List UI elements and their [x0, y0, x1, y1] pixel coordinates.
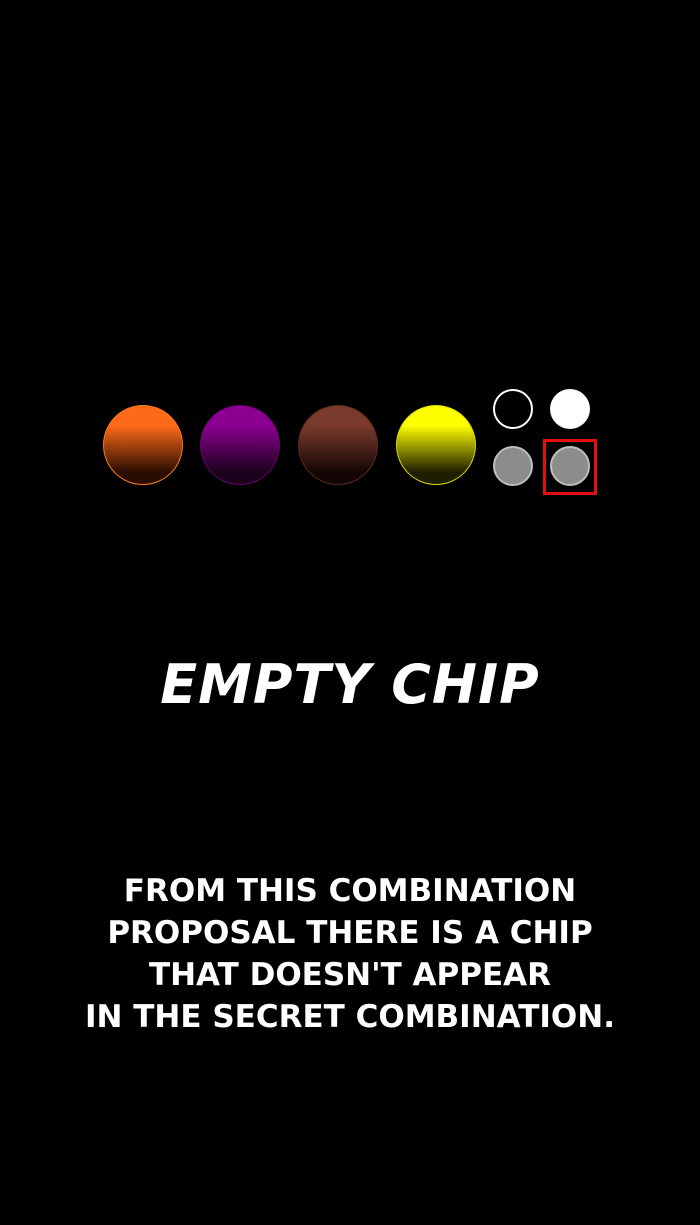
white-peg	[550, 389, 590, 429]
combination-proposal	[0, 0, 700, 520]
orange-chip	[103, 405, 183, 485]
description-line: PROPOSAL THERE IS A CHIP	[107, 915, 593, 951]
description-line: THAT DOESN'T APPEAR	[148, 957, 552, 993]
purple-chip	[200, 405, 280, 485]
page-title: EMPTY CHIP	[160, 653, 540, 716]
description-line: IN THE SECRET COMBINATION.	[85, 999, 615, 1035]
gray-peg	[493, 446, 533, 486]
gray-peg-highlighted	[550, 446, 590, 486]
brown-chip	[298, 405, 378, 485]
description-text: FROM THIS COMBINATION PROPOSAL THERE IS …	[0, 870, 700, 1038]
description-line: FROM THIS COMBINATION	[123, 873, 577, 909]
empty-ring-peg	[493, 389, 533, 429]
highlight-box	[543, 439, 597, 495]
yellow-chip	[396, 405, 476, 485]
